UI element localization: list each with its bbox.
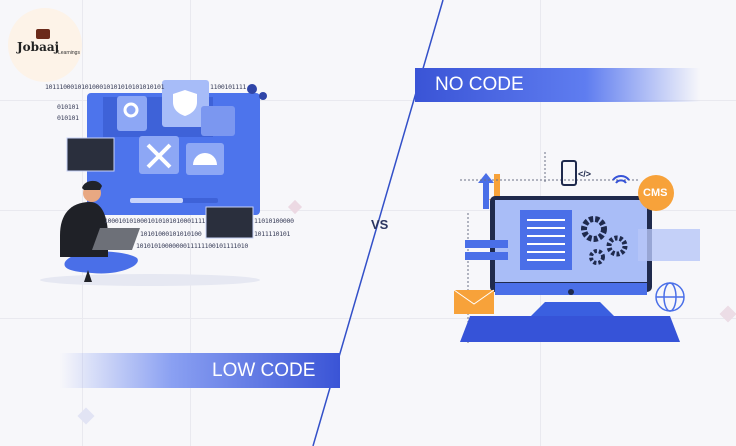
gear-icon xyxy=(589,249,605,265)
no-code-illustration xyxy=(453,152,700,343)
gauge-icon xyxy=(193,153,217,165)
mobile-icon xyxy=(561,160,577,186)
code-panel xyxy=(66,137,115,172)
shield-icon xyxy=(173,90,197,116)
low-code-label: LOW CODE xyxy=(212,359,316,381)
no-code-label: NO CODE xyxy=(435,74,524,95)
low-code-banner: LOW CODE xyxy=(60,353,340,388)
binary-text: 10101000101010100 xyxy=(140,230,202,238)
gear-icon xyxy=(123,102,139,118)
binary-text: 010101 xyxy=(57,114,79,122)
no-code-banner: NO CODE xyxy=(415,68,700,102)
binary-text: 1100101111 xyxy=(210,83,247,91)
binary-text: 11010100000 xyxy=(254,217,294,225)
server-tile xyxy=(201,106,235,136)
gear-icon xyxy=(606,235,628,257)
code-panel xyxy=(205,206,254,239)
binary-text: 1011110101 xyxy=(254,230,291,238)
gear-icon xyxy=(581,216,607,242)
binary-text: 1010101000000011111100101111010 xyxy=(136,242,249,250)
cms-label: CMS xyxy=(643,187,668,199)
laptop-base xyxy=(460,316,680,342)
code-tag: </> xyxy=(578,169,592,179)
gears-tile xyxy=(117,96,147,131)
logo-name: Jobaaj xyxy=(17,40,59,54)
wifi-icon xyxy=(612,175,630,184)
binary-text: 101110001010100010101010101010101 xyxy=(45,83,165,91)
cms-badge xyxy=(638,175,674,211)
vs-label: VS xyxy=(371,217,389,232)
briefcase-icon xyxy=(36,29,50,39)
tools-icon xyxy=(146,143,172,169)
logo-sub: Learnings xyxy=(58,50,80,56)
binary-text: 1000101010001010101010001111 xyxy=(104,217,206,225)
binary-text: 010101 xyxy=(57,103,79,111)
mail-icon xyxy=(454,290,494,314)
logo: Jobaaj Learnings xyxy=(8,8,82,82)
person-with-laptop xyxy=(60,180,140,282)
